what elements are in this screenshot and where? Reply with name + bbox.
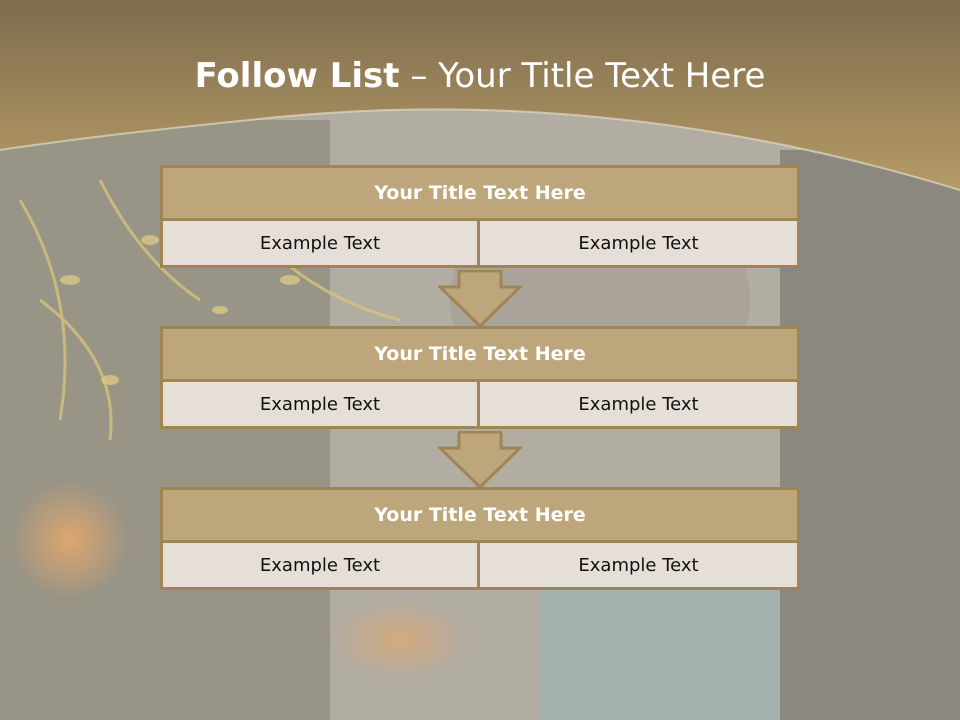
slide-title-rest: – Your Title Text Here: [399, 56, 766, 96]
step-header: Your Title Text Here: [160, 487, 800, 543]
step-cell-right: Example Text: [477, 218, 800, 268]
slide-title: Follow List – Your Title Text Here: [0, 56, 960, 96]
step-cell-right: Example Text: [477, 379, 800, 429]
step-row: Example Text Example Text: [160, 218, 800, 268]
step-3: Your Title Text Here Example Text Exampl…: [160, 487, 800, 590]
step-2: Your Title Text Here Example Text Exampl…: [160, 326, 800, 429]
step-1: Your Title Text Here Example Text Exampl…: [160, 165, 800, 268]
step-row: Example Text Example Text: [160, 540, 800, 590]
step-cell-right: Example Text: [477, 540, 800, 590]
step-cell-left: Example Text: [160, 218, 480, 268]
step-row: Example Text Example Text: [160, 379, 800, 429]
step-cell-left: Example Text: [160, 540, 480, 590]
down-arrow-icon: [438, 270, 522, 328]
step-cell-left: Example Text: [160, 379, 480, 429]
down-arrow-icon: [438, 431, 522, 489]
step-header: Your Title Text Here: [160, 326, 800, 382]
step-header: Your Title Text Here: [160, 165, 800, 221]
slide-title-bold: Follow List: [194, 56, 400, 96]
